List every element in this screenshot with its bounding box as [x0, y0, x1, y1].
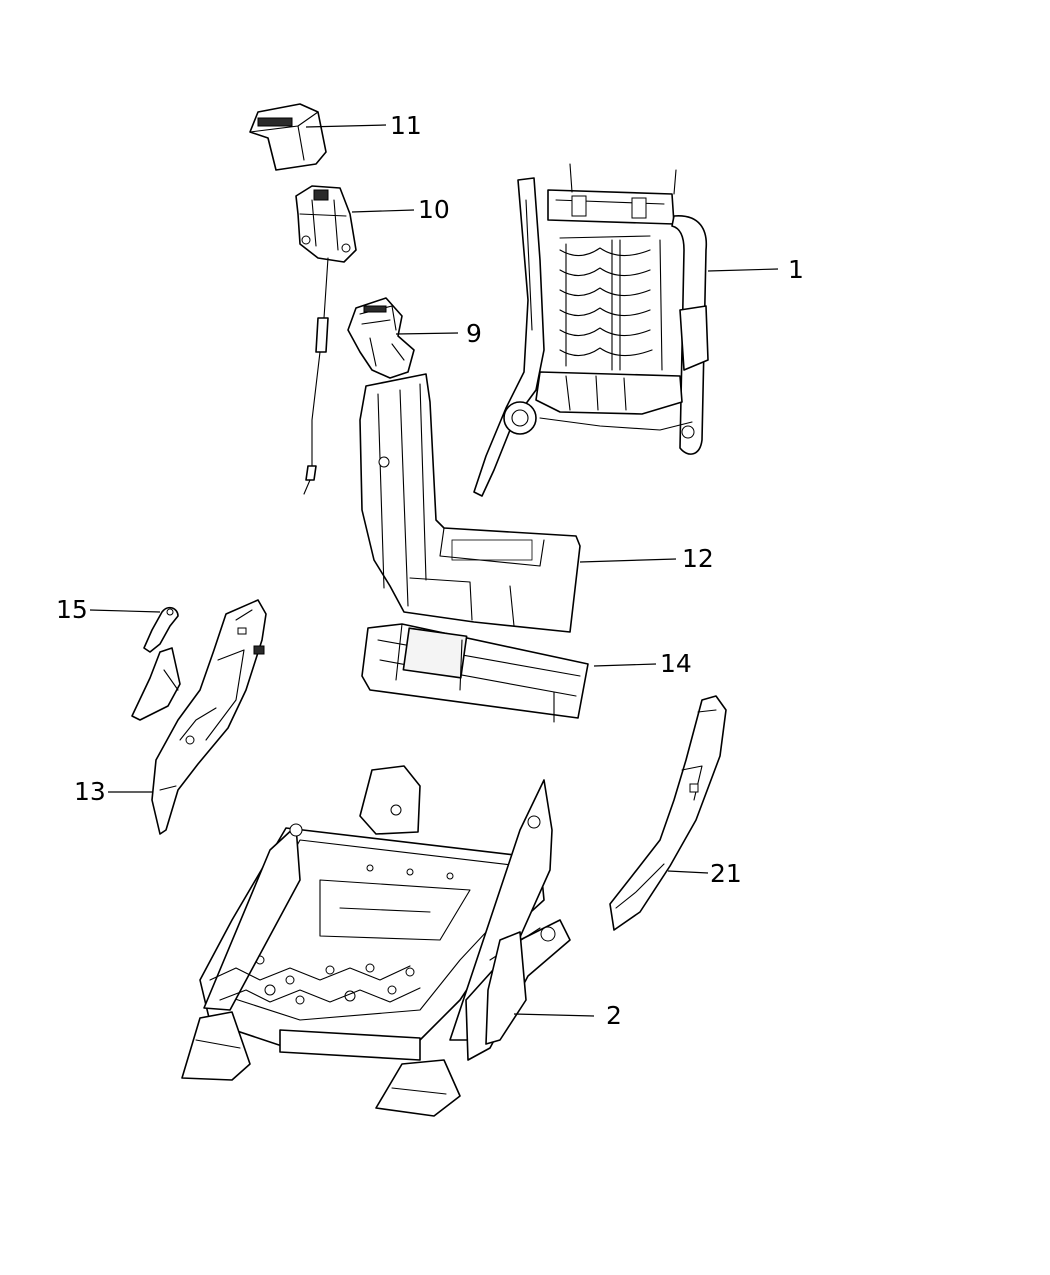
part-10-recliner-cable[interactable]	[295, 185, 357, 495]
callout-15: 15	[56, 595, 88, 624]
callout-2: 2	[606, 1001, 622, 1030]
part-21-outboard-shield[interactable]	[609, 695, 727, 931]
part-11-headrest-guide[interactable]	[249, 103, 327, 171]
leader-lines	[89, 124, 779, 1017]
leader-12	[579, 558, 677, 563]
callout-21: 21	[710, 859, 742, 888]
part-2-seat-cushion-frame[interactable]	[181, 765, 571, 1117]
callout-12: 12	[682, 544, 714, 573]
leader-14	[593, 663, 657, 667]
leader-2	[513, 1013, 595, 1017]
callout-11: 11	[390, 111, 422, 140]
part-13-side-shield[interactable]	[131, 599, 267, 835]
part-9-recliner-bracket[interactable]	[347, 297, 415, 379]
callout-numbers: 11 10 1 9 12 14 15 13 21 2	[56, 111, 804, 1030]
callout-13: 13	[74, 777, 106, 806]
part-12-back-panel[interactable]	[359, 373, 581, 633]
callout-10: 10	[418, 195, 450, 224]
part-1-seat-back-frame[interactable]	[473, 163, 709, 497]
leader-9	[395, 332, 459, 335]
leader-10	[351, 209, 415, 213]
leader-21	[667, 870, 709, 874]
callout-9: 9	[466, 319, 482, 348]
part-14-lower-panel[interactable]	[361, 623, 589, 723]
leader-11	[305, 124, 387, 128]
callout-1: 1	[788, 255, 804, 284]
callout-14: 14	[660, 649, 692, 678]
leader-1	[707, 268, 779, 272]
part-15-clip[interactable]	[143, 606, 179, 653]
leader-15	[89, 609, 161, 613]
